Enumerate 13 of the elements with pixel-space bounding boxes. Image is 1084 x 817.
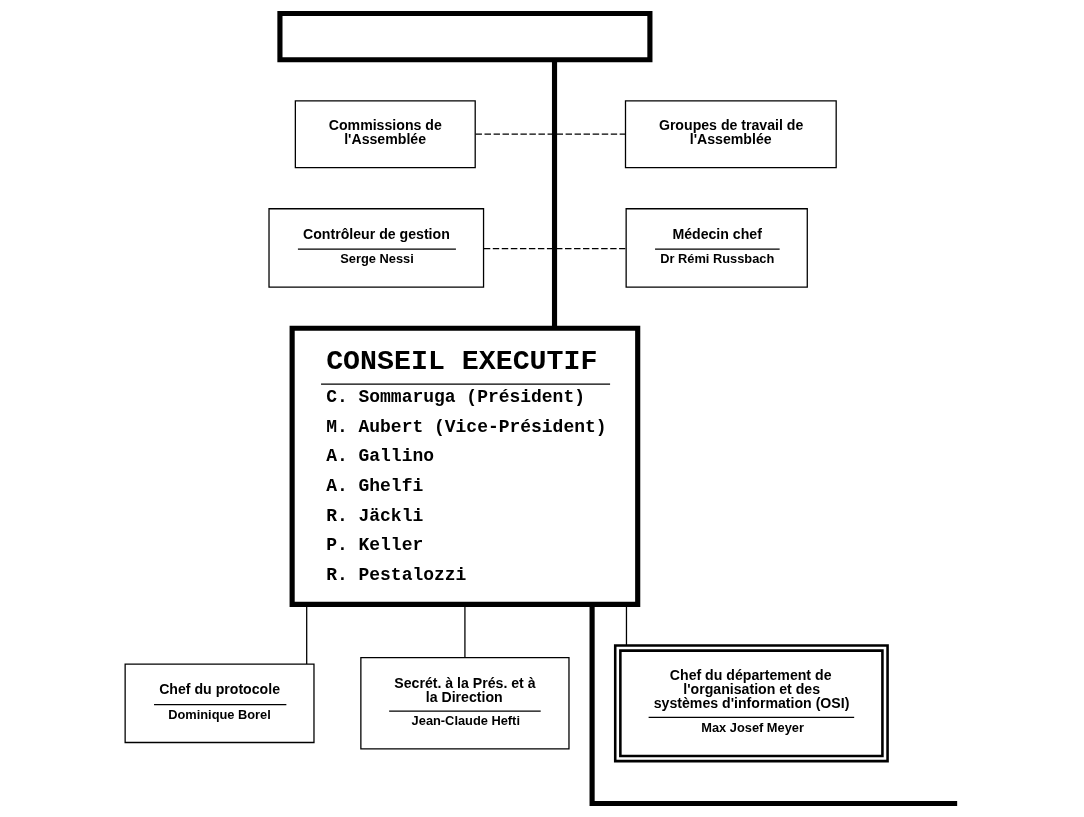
node-box: [277, 10, 653, 63]
connector: [589, 604, 958, 807]
node-box: Chef du protocole Dominique Borel: [124, 663, 315, 744]
connector: [475, 133, 626, 135]
node-box: Contrôleur de gestion Serge Nessi: [268, 208, 485, 288]
node-box: Médecin chef Dr Rémi Russbach: [625, 208, 808, 288]
node-box: Groupes de travail de l'Assemblée: [624, 100, 837, 169]
connector: [551, 60, 558, 328]
node-box: Chef du département de l'organisation et des systèmes d'information (OSI) Max Josef Meyer: [613, 644, 889, 763]
connector: [483, 247, 627, 250]
node-box: Commissions de l'Assemblée: [294, 100, 476, 169]
node-box: Secrét. à la Prés. et à la Direction Jean-Claude Hefti: [360, 657, 570, 750]
node-box: CONSEIL EXECUTIF C. Sommaruga (Président) M. Aubert (Vice-Président) A. Gallino A. Ghelfi R. Jäckli P. Keller R. Pestalozzi: [289, 325, 641, 607]
